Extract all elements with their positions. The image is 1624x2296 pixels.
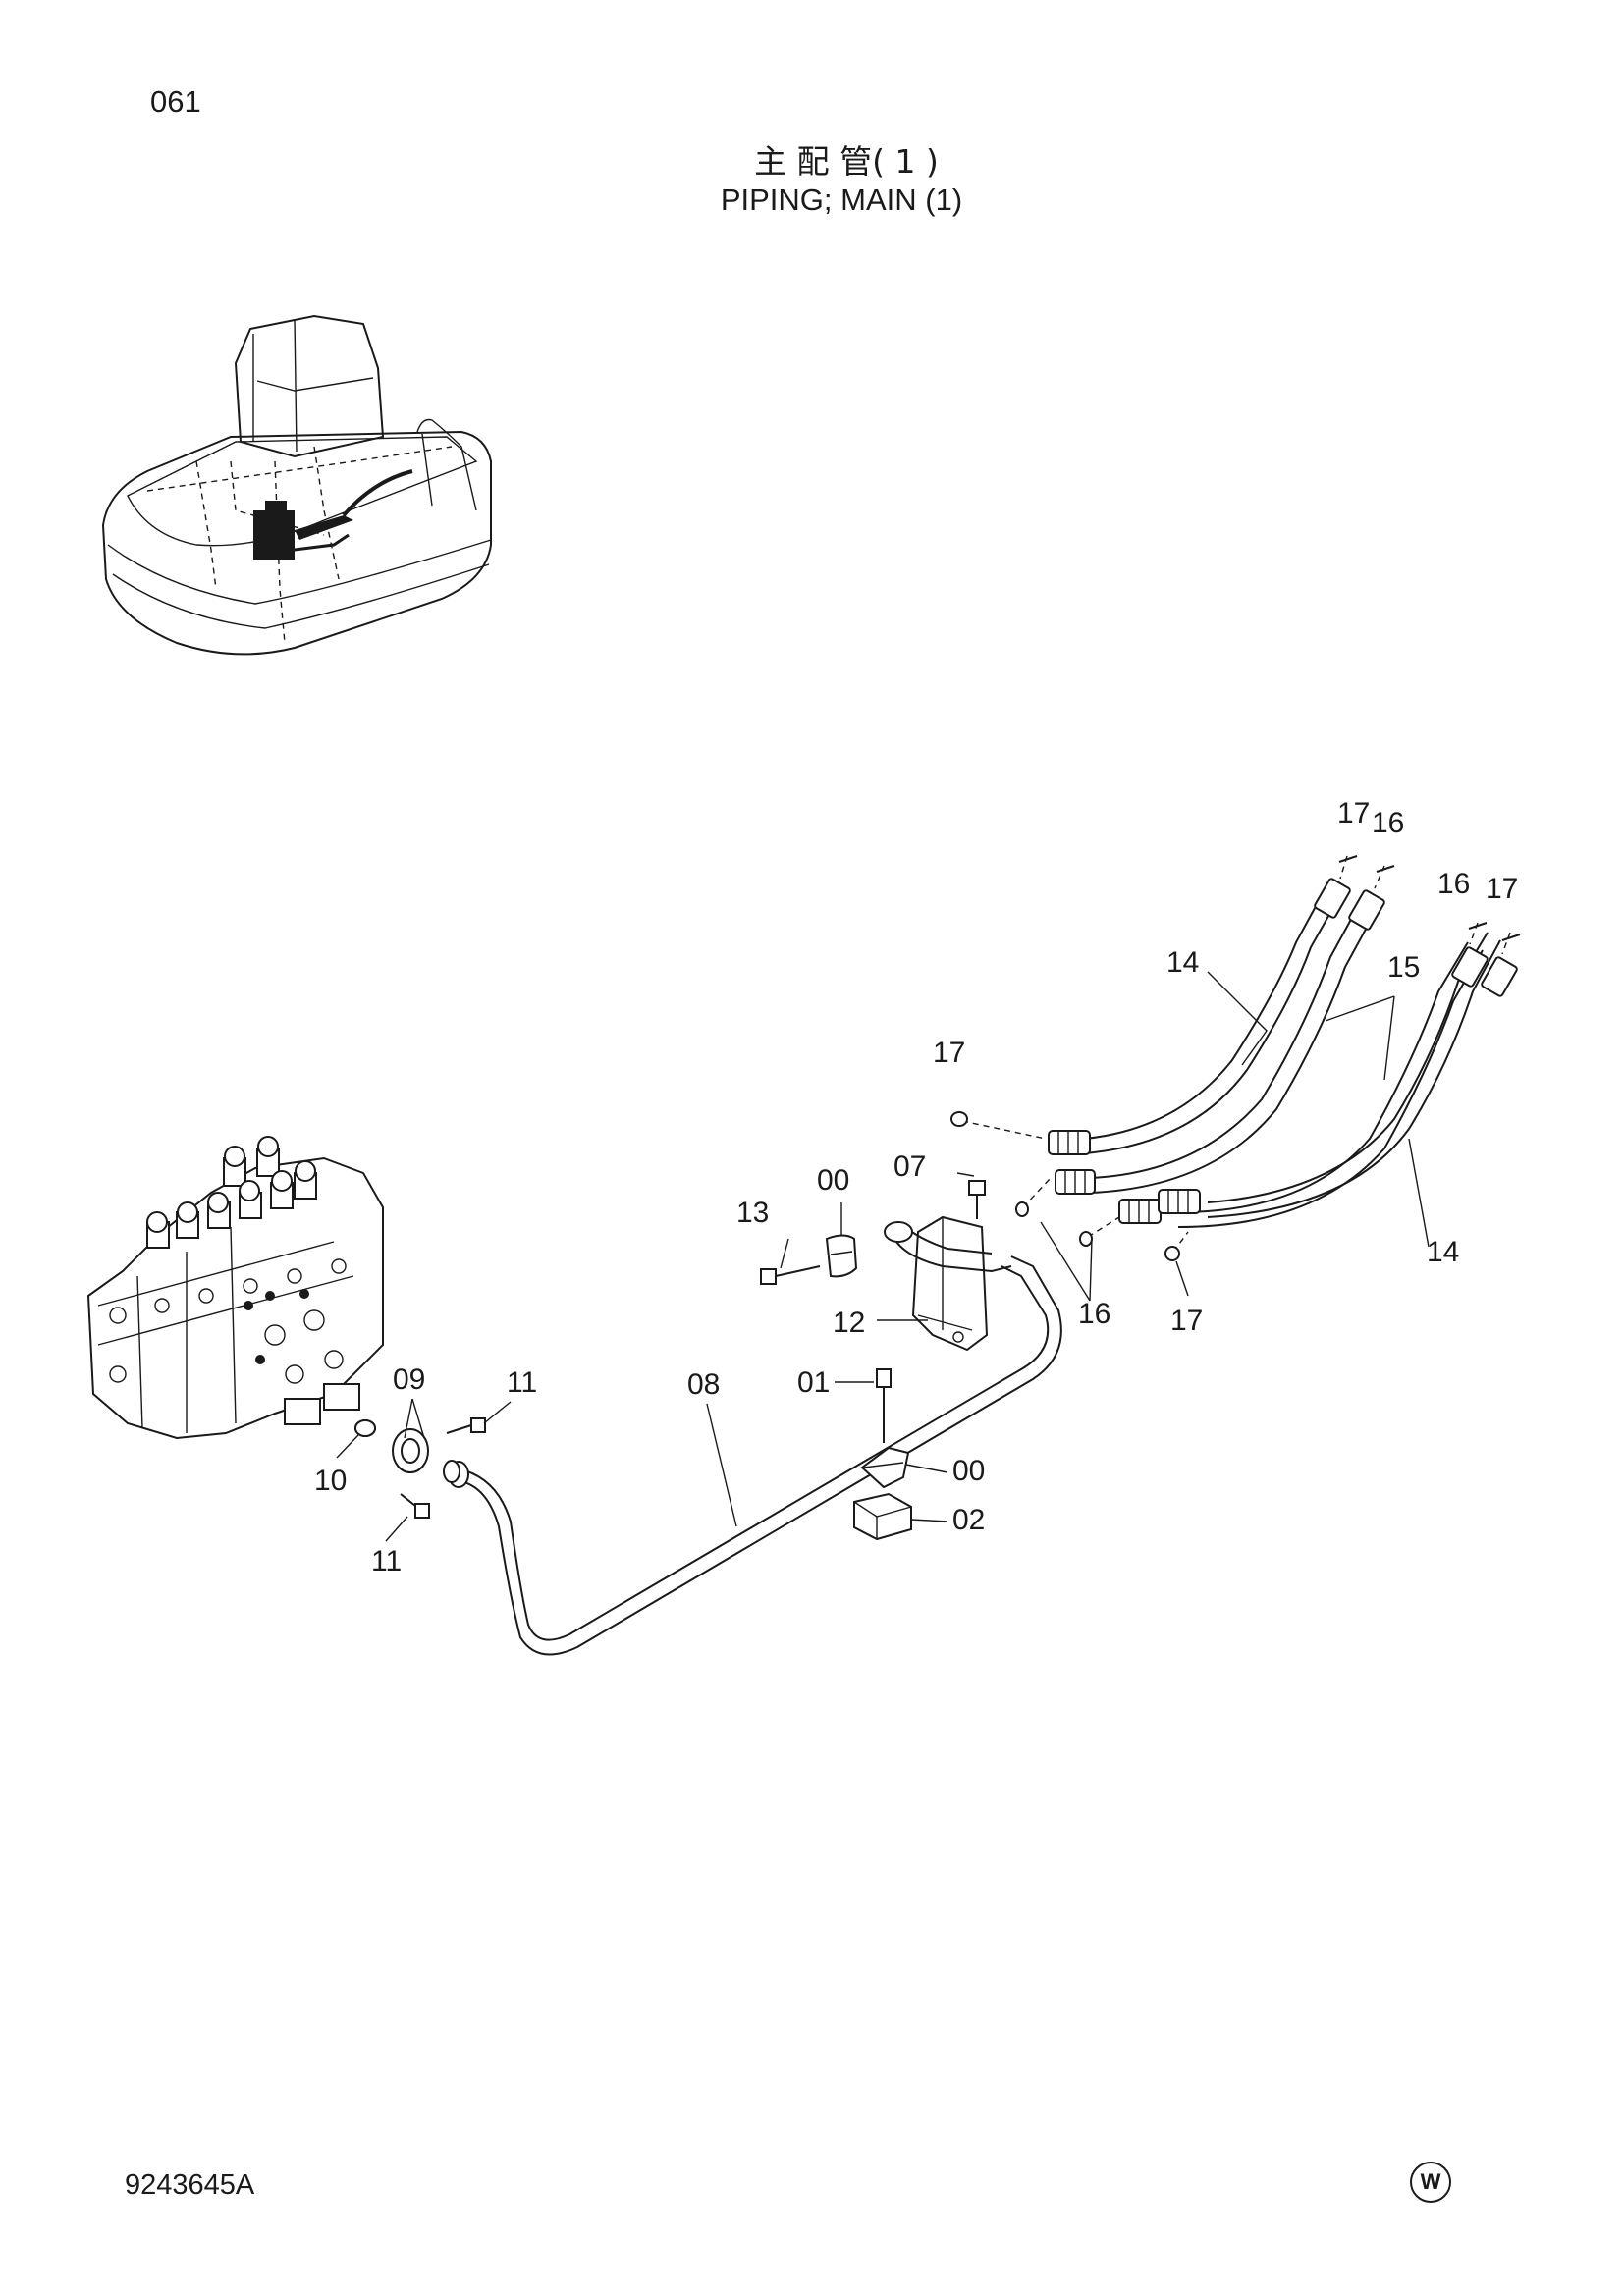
callout-14-upper: 14 (1166, 946, 1199, 979)
callout-leaders (336, 971, 1430, 1542)
main-pipe (443, 1255, 1062, 1656)
callout-00-upper: 00 (817, 1164, 849, 1197)
callout-16-top-left: 16 (1372, 807, 1404, 839)
callout-07: 07 (893, 1150, 926, 1183)
callout-11-lower: 11 (371, 1545, 402, 1577)
callout-14-lower: 14 (1427, 1236, 1459, 1268)
callout-08: 08 (687, 1368, 720, 1401)
document-code: 9243645A (125, 2169, 255, 2201)
machine-overview-illustration (101, 314, 492, 656)
callout-01: 01 (797, 1366, 830, 1399)
title-japanese: 主 配 管( 1 ) (754, 142, 939, 181)
callout-16-lower: 16 (1078, 1298, 1110, 1330)
clamp-assembly (853, 1368, 912, 1541)
callout-17-left: 17 (933, 1037, 965, 1069)
callout-11-upper: 11 (507, 1366, 537, 1399)
callout-12: 12 (833, 1307, 865, 1339)
w-mark-icon: W (1410, 2162, 1451, 2203)
page-number: 061 (150, 84, 201, 119)
callout-02: 02 (952, 1504, 985, 1536)
callout-16-top-right: 16 (1437, 868, 1470, 900)
callout-labels: 17 16 16 17 14 15 17 07 00 13 12 16 17 1… (314, 797, 1518, 1577)
callout-09: 09 (393, 1363, 425, 1396)
callout-15: 15 (1387, 951, 1420, 984)
callout-17-top-left: 17 (1337, 797, 1370, 829)
callout-00-lower: 00 (952, 1455, 985, 1487)
bracket-assembly (760, 1180, 1012, 1352)
hose-assembly (950, 855, 1521, 1261)
title-english: PIPING; MAIN (1) (720, 183, 963, 217)
callout-13: 13 (736, 1197, 769, 1229)
callout-17-lower: 17 (1170, 1305, 1203, 1337)
flange-assembly (354, 1417, 486, 1519)
callout-17-top-right: 17 (1486, 873, 1518, 905)
control-valve-illustration (86, 1136, 384, 1440)
callout-10: 10 (314, 1465, 347, 1497)
